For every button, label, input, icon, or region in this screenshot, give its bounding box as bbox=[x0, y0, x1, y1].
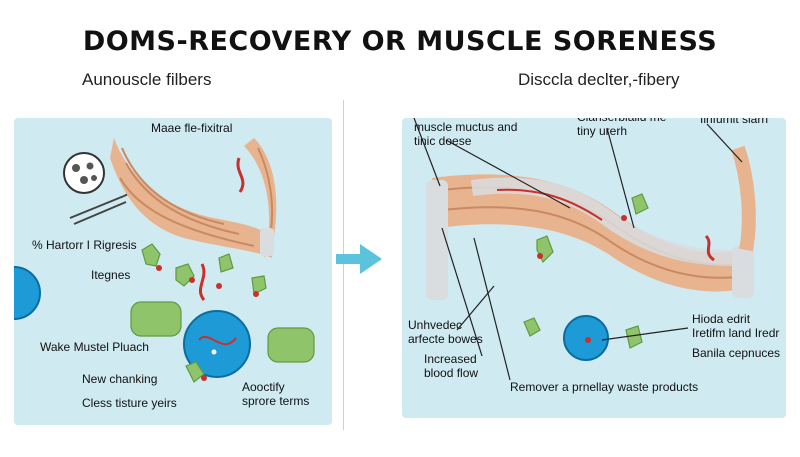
label-left-1: Maae fle-fixitral bbox=[151, 121, 233, 135]
label-right-3: Iinfumit slarn bbox=[700, 118, 769, 126]
right-subtitle: Disccla declter,-fibery bbox=[518, 70, 680, 89]
leader-lines bbox=[413, 118, 743, 381]
right-panel: Hamal mbine muscle muctus and tinic does… bbox=[402, 118, 786, 418]
label-right-2: Clanserbialld me tiny urerh bbox=[577, 118, 666, 138]
label-right-7: Banila cepnuces bbox=[692, 346, 781, 360]
label-right-1: Hamal mbine muscle muctus and tinic does… bbox=[414, 118, 518, 148]
stem-cell bbox=[14, 266, 41, 320]
blue-cell bbox=[183, 310, 251, 378]
magnifier-icon bbox=[63, 152, 105, 194]
label-right-6: Hioda edrit Iretifm land Iredr bbox=[692, 312, 780, 340]
left-subtitle: Aunouscle filbers bbox=[82, 70, 212, 89]
label-right-8: Remover a prnellay waste products bbox=[510, 380, 699, 394]
muscle-bundle bbox=[110, 138, 277, 258]
green-cells bbox=[130, 243, 315, 383]
label-left-6: Cless tisture yeirs bbox=[82, 396, 177, 410]
tweezers-icon bbox=[69, 191, 133, 225]
panel-divider bbox=[343, 100, 344, 430]
page-title: DOMS-RECOVERY OR MUSCLE SORENESS bbox=[82, 26, 718, 57]
label-right-5: Increased blood flow bbox=[424, 352, 479, 380]
right-illustration bbox=[413, 118, 756, 381]
blue-cell-right bbox=[563, 315, 609, 361]
label-left-3: Itegnes bbox=[91, 268, 131, 282]
label-left-4: Wake Mustel Pluach bbox=[40, 340, 149, 354]
label-left-5: New chanking bbox=[82, 372, 158, 386]
muscle-bundle-right bbox=[426, 145, 756, 300]
left-illustration bbox=[14, 138, 315, 383]
label-left-2: % Hartorr I Rigresis bbox=[32, 238, 137, 252]
label-left-7: Aooctify sprore terms bbox=[242, 380, 310, 408]
left-panel: Maae fle-fixitral % Hartorr I Rigresis I… bbox=[14, 118, 332, 425]
label-right-4: Unhvedec arfecte bowes bbox=[408, 318, 483, 346]
